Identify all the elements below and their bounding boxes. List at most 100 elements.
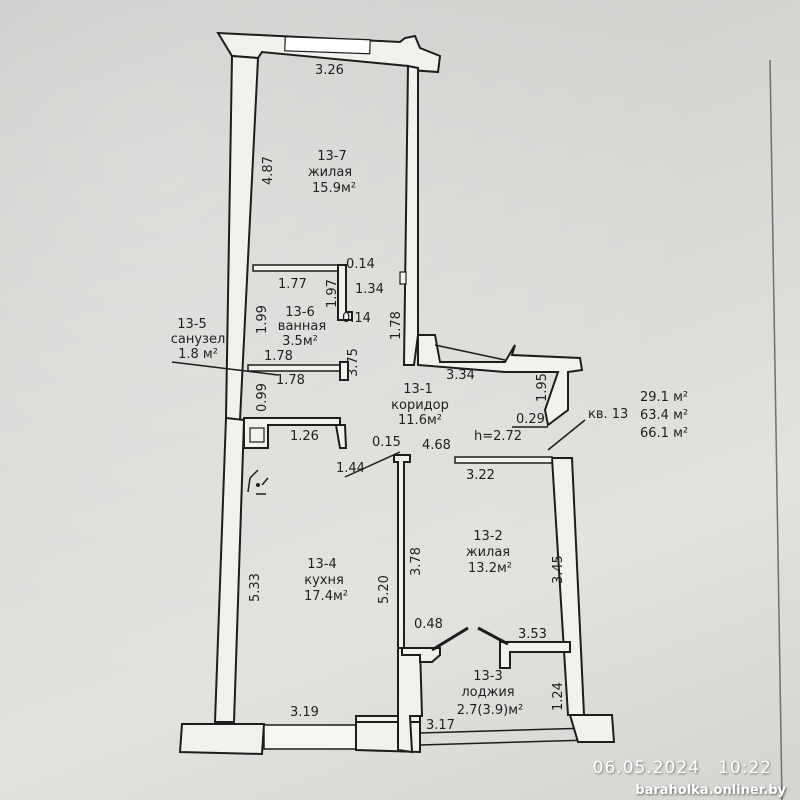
dim-loggia-gap: 0.48	[414, 617, 443, 632]
dim-wc-side: 3.75	[346, 348, 361, 377]
apartment-label: кв. 13	[588, 407, 628, 422]
area-with-loggia: 66.1 м²	[640, 426, 688, 441]
partition-wc-stub	[339, 361, 349, 381]
dim-room2-right: 3.45	[551, 555, 566, 584]
room-13-2-area: 13.2м²	[468, 561, 512, 576]
dim-wall-gap: 0.15	[372, 435, 401, 450]
sheet-frame-line	[769, 59, 783, 800]
window-top	[284, 36, 371, 55]
dim-top-width: 3.26	[315, 63, 344, 78]
room-13-3-area: 2.7(3.9)м²	[457, 703, 524, 718]
room-13-5: 13-5 санузел 1.8 м²	[171, 317, 226, 362]
wall-stub	[399, 271, 407, 285]
room-13-6: 13-6 ванная 3.5м²	[278, 305, 326, 349]
dim-room2-left: 3.78	[409, 547, 424, 576]
room-13-6-area: 3.5м²	[282, 334, 318, 349]
apartment-summary: кв. 13 29.1 м² 63.4 м² 66.1 м²	[588, 390, 688, 441]
loggia-rail	[419, 727, 591, 734]
dim-loggia-width: 3.17	[426, 718, 455, 733]
dim-kitchen-bottom: 3.19	[290, 705, 319, 720]
dim-room2-top: 3.22	[466, 468, 495, 483]
room-13-7-id: 13-7	[317, 149, 347, 164]
dim-corridor-length: 4.68	[422, 438, 451, 453]
shaft	[249, 427, 265, 443]
partition-bath-top	[252, 264, 342, 272]
window-kitchen	[263, 724, 357, 750]
loggia-rail-2	[419, 739, 591, 746]
dim-bath-wall-b: 0.14	[342, 311, 371, 326]
wall-detail	[434, 344, 506, 361]
dim-bath-width: 1.77	[278, 277, 307, 292]
room-13-5-area: 1.8 м²	[178, 347, 218, 362]
room-13-7-area: 15.9м²	[312, 181, 356, 196]
room-13-5-id: 13-5	[177, 317, 207, 332]
room-13-1: 13-1 коридор 11.6м²	[391, 382, 449, 428]
dim-corridor-right: 1.95	[535, 373, 550, 402]
room-13-3: 13-3 лоджия 2.7(3.9)м²	[457, 669, 524, 718]
dim-left-top-height: 4.87	[261, 156, 276, 185]
dim-bath-side: 1.34	[355, 282, 384, 297]
room-13-1-type: коридор	[391, 398, 449, 413]
room-13-1-area: 11.6м²	[398, 413, 442, 428]
door-leaf-left	[431, 626, 469, 652]
room-13-4-type: кухня	[304, 573, 344, 588]
wall-room2-bottom-right	[499, 641, 571, 669]
partition-kitchen-right	[393, 454, 411, 649]
partition-kitchen-top-stub	[334, 424, 348, 449]
room-13-3-id: 13-3	[473, 669, 503, 684]
room-13-1-id: 13-1	[403, 382, 433, 397]
dim-kitchen-top: 1.26	[290, 429, 319, 444]
partition-kitchen-top	[243, 417, 341, 449]
dim-corridor-top: 3.34	[446, 368, 475, 383]
area-living: 29.1 м²	[640, 390, 688, 405]
wall-loggia-right	[568, 714, 616, 743]
dim-kitchen-top-b: 1.44	[336, 461, 365, 476]
room-13-7: 13-7 жилая 15.9м²	[308, 149, 356, 196]
room-13-2-type: жилая	[466, 545, 510, 560]
dim-wc-width-a: 1.78	[264, 349, 293, 364]
dim-right-top-height: 1.78	[389, 311, 404, 340]
dim-room2-bottom: 3.53	[518, 627, 547, 642]
wall-corridor-right	[417, 334, 584, 427]
partition-wc	[247, 364, 349, 372]
wall-room2-bottom-left	[401, 647, 441, 663]
dim-loggia-side: 1.24	[551, 682, 566, 711]
photo-date: 06.05.2024	[592, 758, 700, 778]
dim-ceiling-height: h=2.72	[474, 429, 522, 444]
wall-right-lower	[550, 457, 586, 716]
leader-kitchen-gap	[344, 451, 401, 478]
room-13-4-id: 13-4	[307, 557, 337, 572]
room-13-6-type: ванная	[278, 319, 326, 334]
room-13-2: 13-2 жилая 13.2м²	[466, 529, 512, 576]
dim-kitchen-left: 5.33	[248, 573, 263, 602]
photo-time: 10:22	[718, 758, 772, 778]
door-leaf-right	[477, 626, 509, 646]
wall-left-lower	[213, 416, 246, 723]
room-13-4: 13-4 кухня 17.4м²	[304, 557, 348, 604]
room-13-7-type: жилая	[308, 165, 352, 180]
dim-corridor-step: 0.29	[516, 412, 545, 427]
dim-corridor-left: 0.99	[255, 383, 270, 412]
partition-room2-top	[454, 456, 553, 464]
room-13-2-id: 13-2	[473, 529, 503, 544]
dim-bath-height: 1.97	[325, 279, 340, 308]
leader-wc	[171, 361, 279, 376]
room-13-6-id: 13-6	[285, 305, 315, 320]
area-total: 63.4 м²	[640, 408, 688, 423]
room-13-5-type: санузел	[171, 332, 226, 347]
dim-kitchen-right: 5.20	[377, 575, 392, 604]
dim-bath-wall-a: 0.14	[346, 257, 375, 272]
photo-timestamp: 06.05.2024 10:22	[575, 758, 772, 778]
wall-right-upper	[402, 64, 419, 366]
dim-wc-height: 1.99	[255, 305, 270, 334]
dim-wc-width-b: 1.78	[276, 373, 305, 388]
site-watermark: baraholka.onliner.by	[635, 783, 786, 798]
leader-apartment	[547, 419, 586, 451]
room-13-3-type: лоджия	[461, 685, 514, 700]
wall-bottom-left	[178, 723, 266, 756]
partition-bath-right	[337, 264, 353, 321]
room-13-4-area: 17.4м²	[304, 589, 348, 604]
stove-icon	[247, 469, 269, 495]
